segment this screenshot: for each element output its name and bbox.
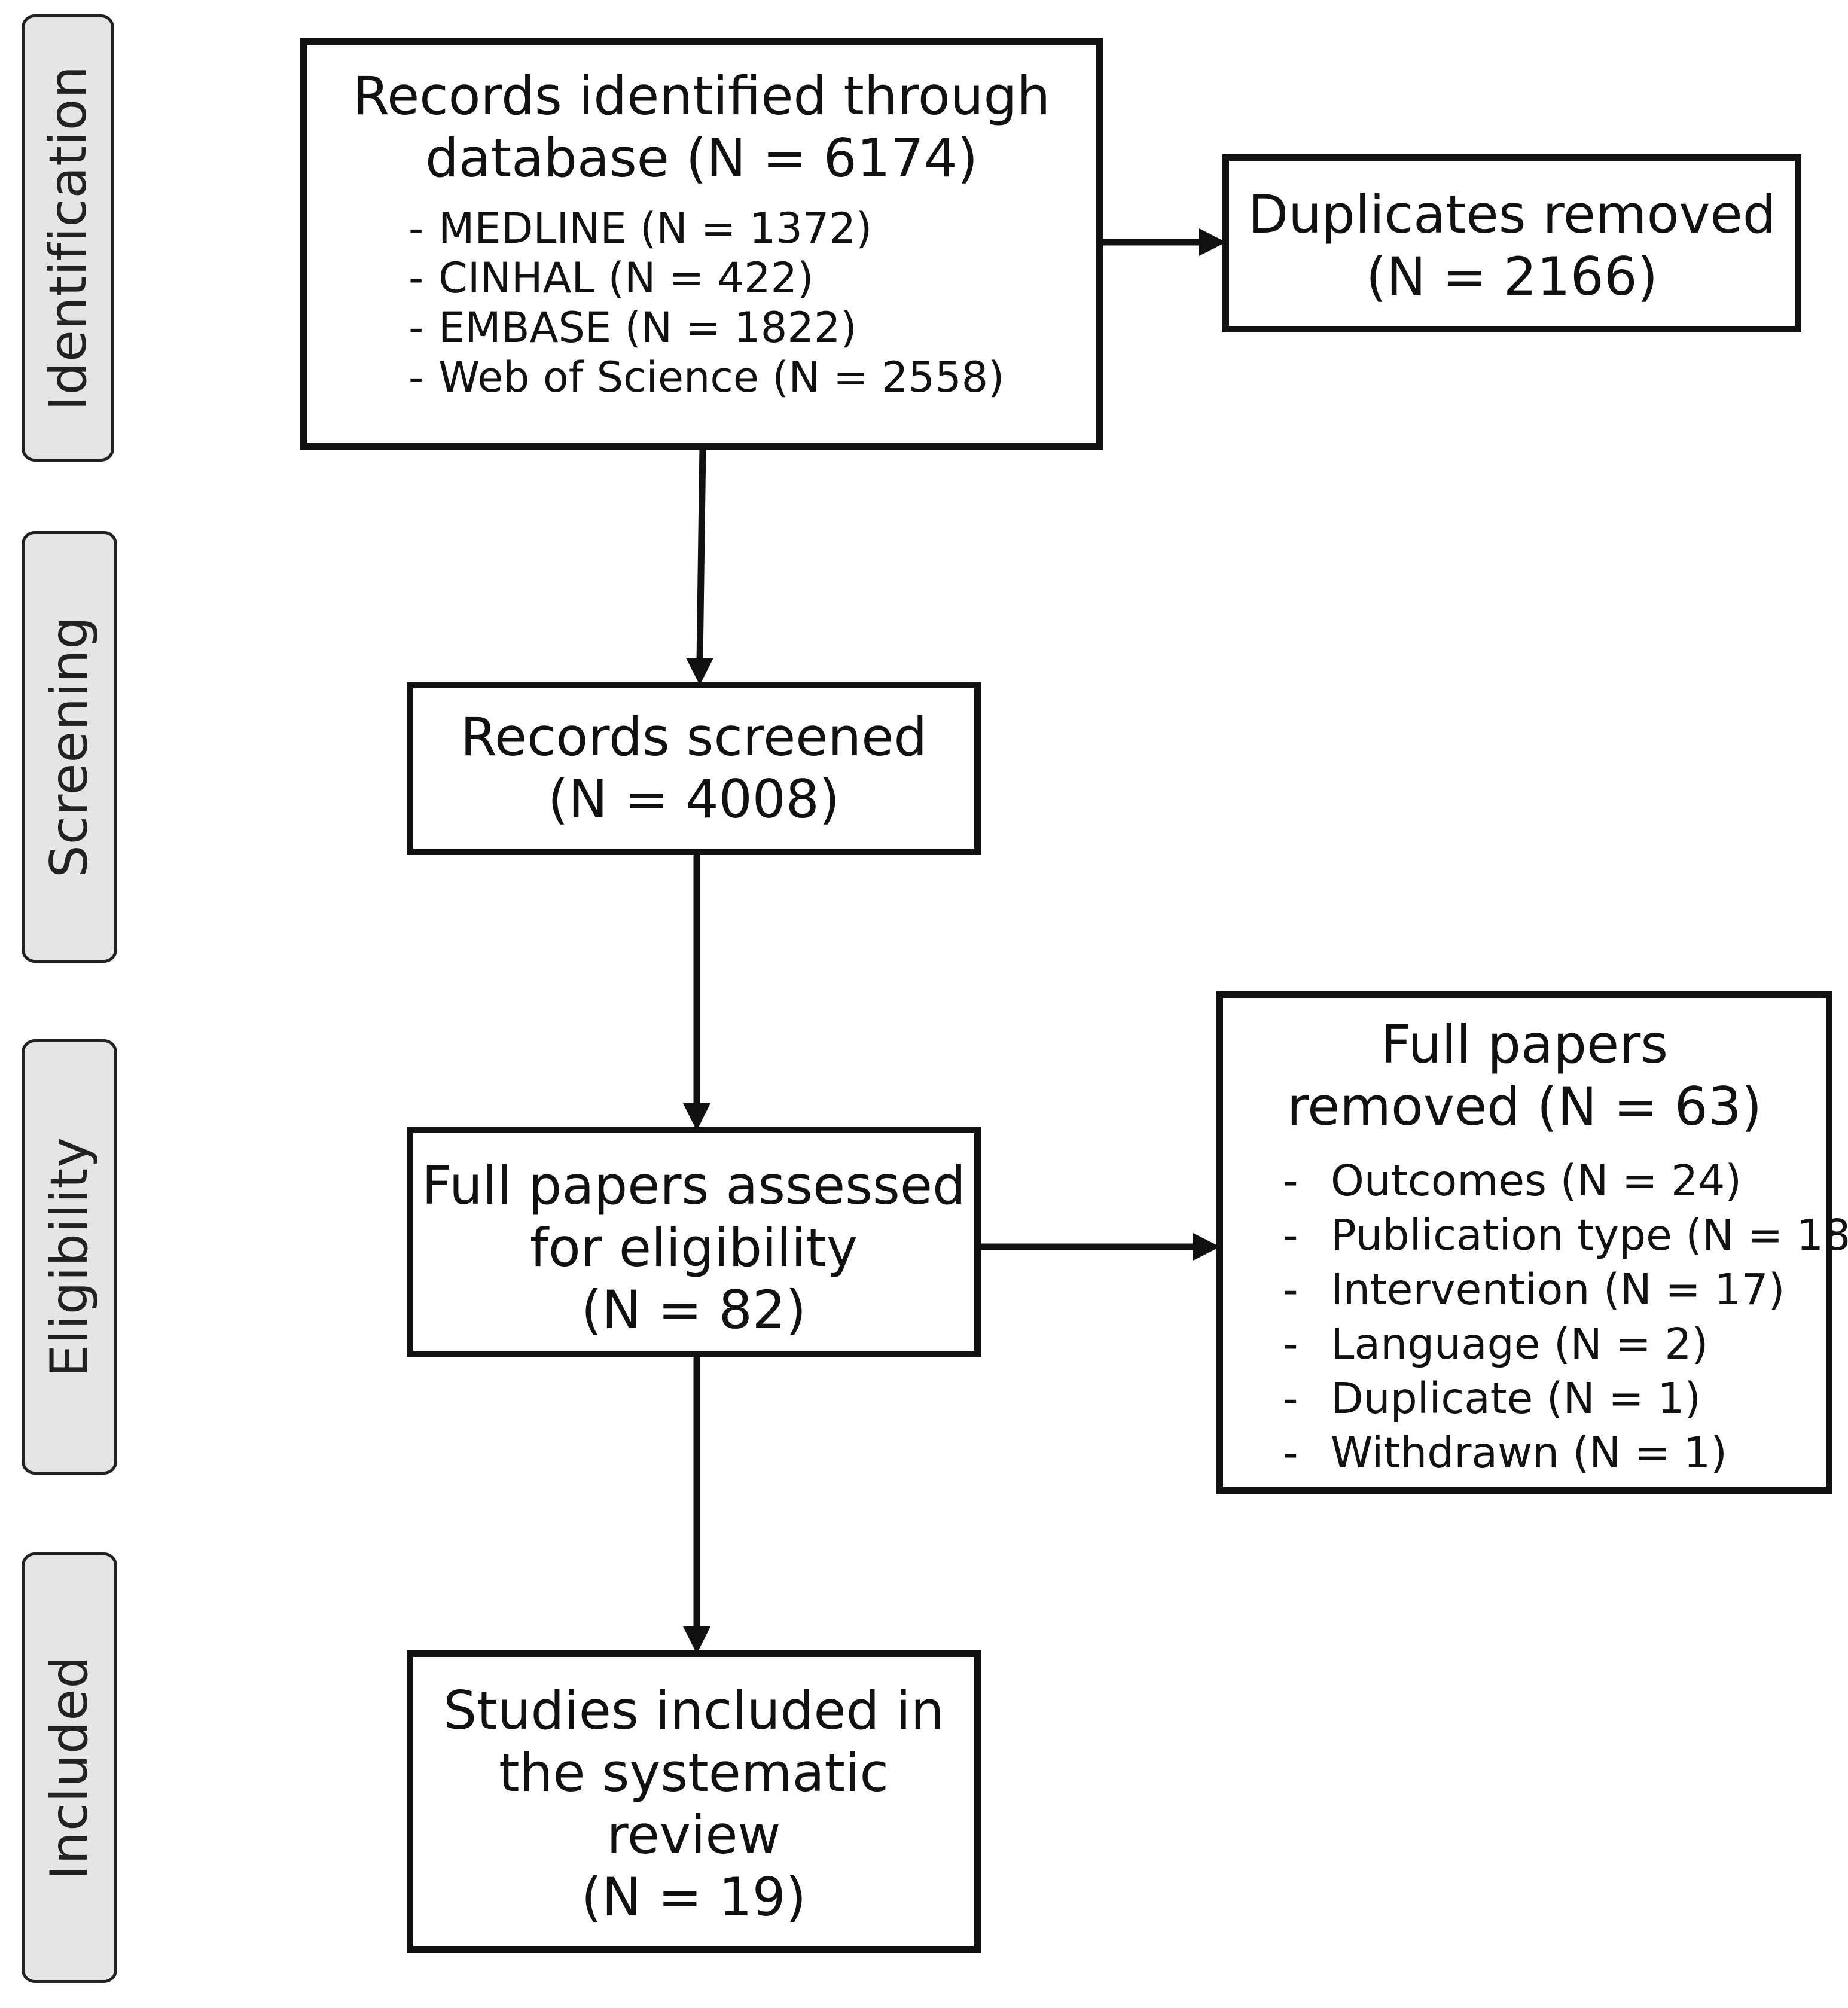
- phase-eligibility: Eligibility: [22, 1039, 117, 1475]
- arrow-identified-to-screened: [696, 446, 706, 661]
- studies-included-line3: review: [606, 1804, 781, 1866]
- list-item: -Duplicate (N = 1): [1283, 1374, 1701, 1423]
- exclusion-reason-list: -Outcomes (N = 24) -Publication type (N …: [1283, 1153, 1848, 1480]
- full-papers-assessed-line3: (N = 82): [581, 1279, 807, 1341]
- list-item: -Withdrawn (N = 1): [1283, 1428, 1727, 1478]
- records-identified-title-line2: database (N = 6174): [425, 127, 978, 189]
- arrowhead-screened-to-assessed: [683, 1103, 710, 1131]
- records-screened-line2: (N = 4008): [547, 768, 840, 830]
- arrowhead-assessed-to-included: [683, 1626, 710, 1654]
- studies-included-line4: (N = 19): [581, 1866, 807, 1928]
- list-item: -CINHAL (N = 422): [408, 254, 814, 303]
- list-item: -Language (N = 2): [1283, 1319, 1709, 1369]
- list-item: -MEDLINE (N = 1372): [408, 204, 873, 253]
- studies-included-line2: the systematic: [499, 1742, 889, 1803]
- phase-screening: Screening: [22, 531, 117, 963]
- list-item: -Intervention (N = 17): [1283, 1265, 1785, 1314]
- box-full-papers-assessed: Full papers assessed for eligibility (N …: [407, 1127, 981, 1357]
- full-papers-assessed-line2: for eligibility: [529, 1217, 858, 1278]
- phase-included: Included: [22, 1552, 117, 1983]
- box-records-identified: Records identified through database (N =…: [300, 38, 1103, 450]
- database-source-list: -MEDLINE (N = 1372) -CINHAL (N = 422) -E…: [408, 204, 1096, 402]
- duplicates-removed-line1: Duplicates removed: [1248, 184, 1776, 245]
- box-full-papers-removed: Full papers removed (N = 63) -Outcomes (…: [1216, 991, 1848, 1494]
- list-item: -EMBASE (N = 1822): [408, 303, 857, 352]
- arrowhead-identified-to-screened: [686, 658, 713, 685]
- box-records-screened: Records screened (N = 4008): [407, 682, 981, 855]
- full-papers-removed-line1: Full papers: [1380, 1014, 1669, 1075]
- phase-identification: Identification: [22, 14, 114, 462]
- studies-included-line1: Studies included in: [443, 1680, 944, 1741]
- list-item: -Web of Science (N = 2558): [408, 353, 1005, 402]
- arrowhead-identified-to-duplicates: [1199, 228, 1226, 256]
- box-studies-included: Studies included in the systematic revie…: [407, 1650, 981, 1953]
- full-papers-assessed-line1: Full papers assessed: [422, 1155, 966, 1216]
- box-duplicates-removed: Duplicates removed (N = 2166): [1222, 154, 1801, 332]
- duplicates-removed-line2: (N = 2166): [1365, 246, 1658, 307]
- records-identified-title-line1: Records identified through: [352, 65, 1051, 127]
- arrowhead-assessed-to-removed: [1193, 1233, 1220, 1261]
- list-item: -Outcomes (N = 24): [1283, 1156, 1742, 1206]
- list-item: -Publication type (N = 18): [1283, 1210, 1848, 1260]
- records-screened-line1: Records screened: [460, 706, 928, 768]
- full-papers-removed-line2: removed (N = 63): [1286, 1076, 1762, 1137]
